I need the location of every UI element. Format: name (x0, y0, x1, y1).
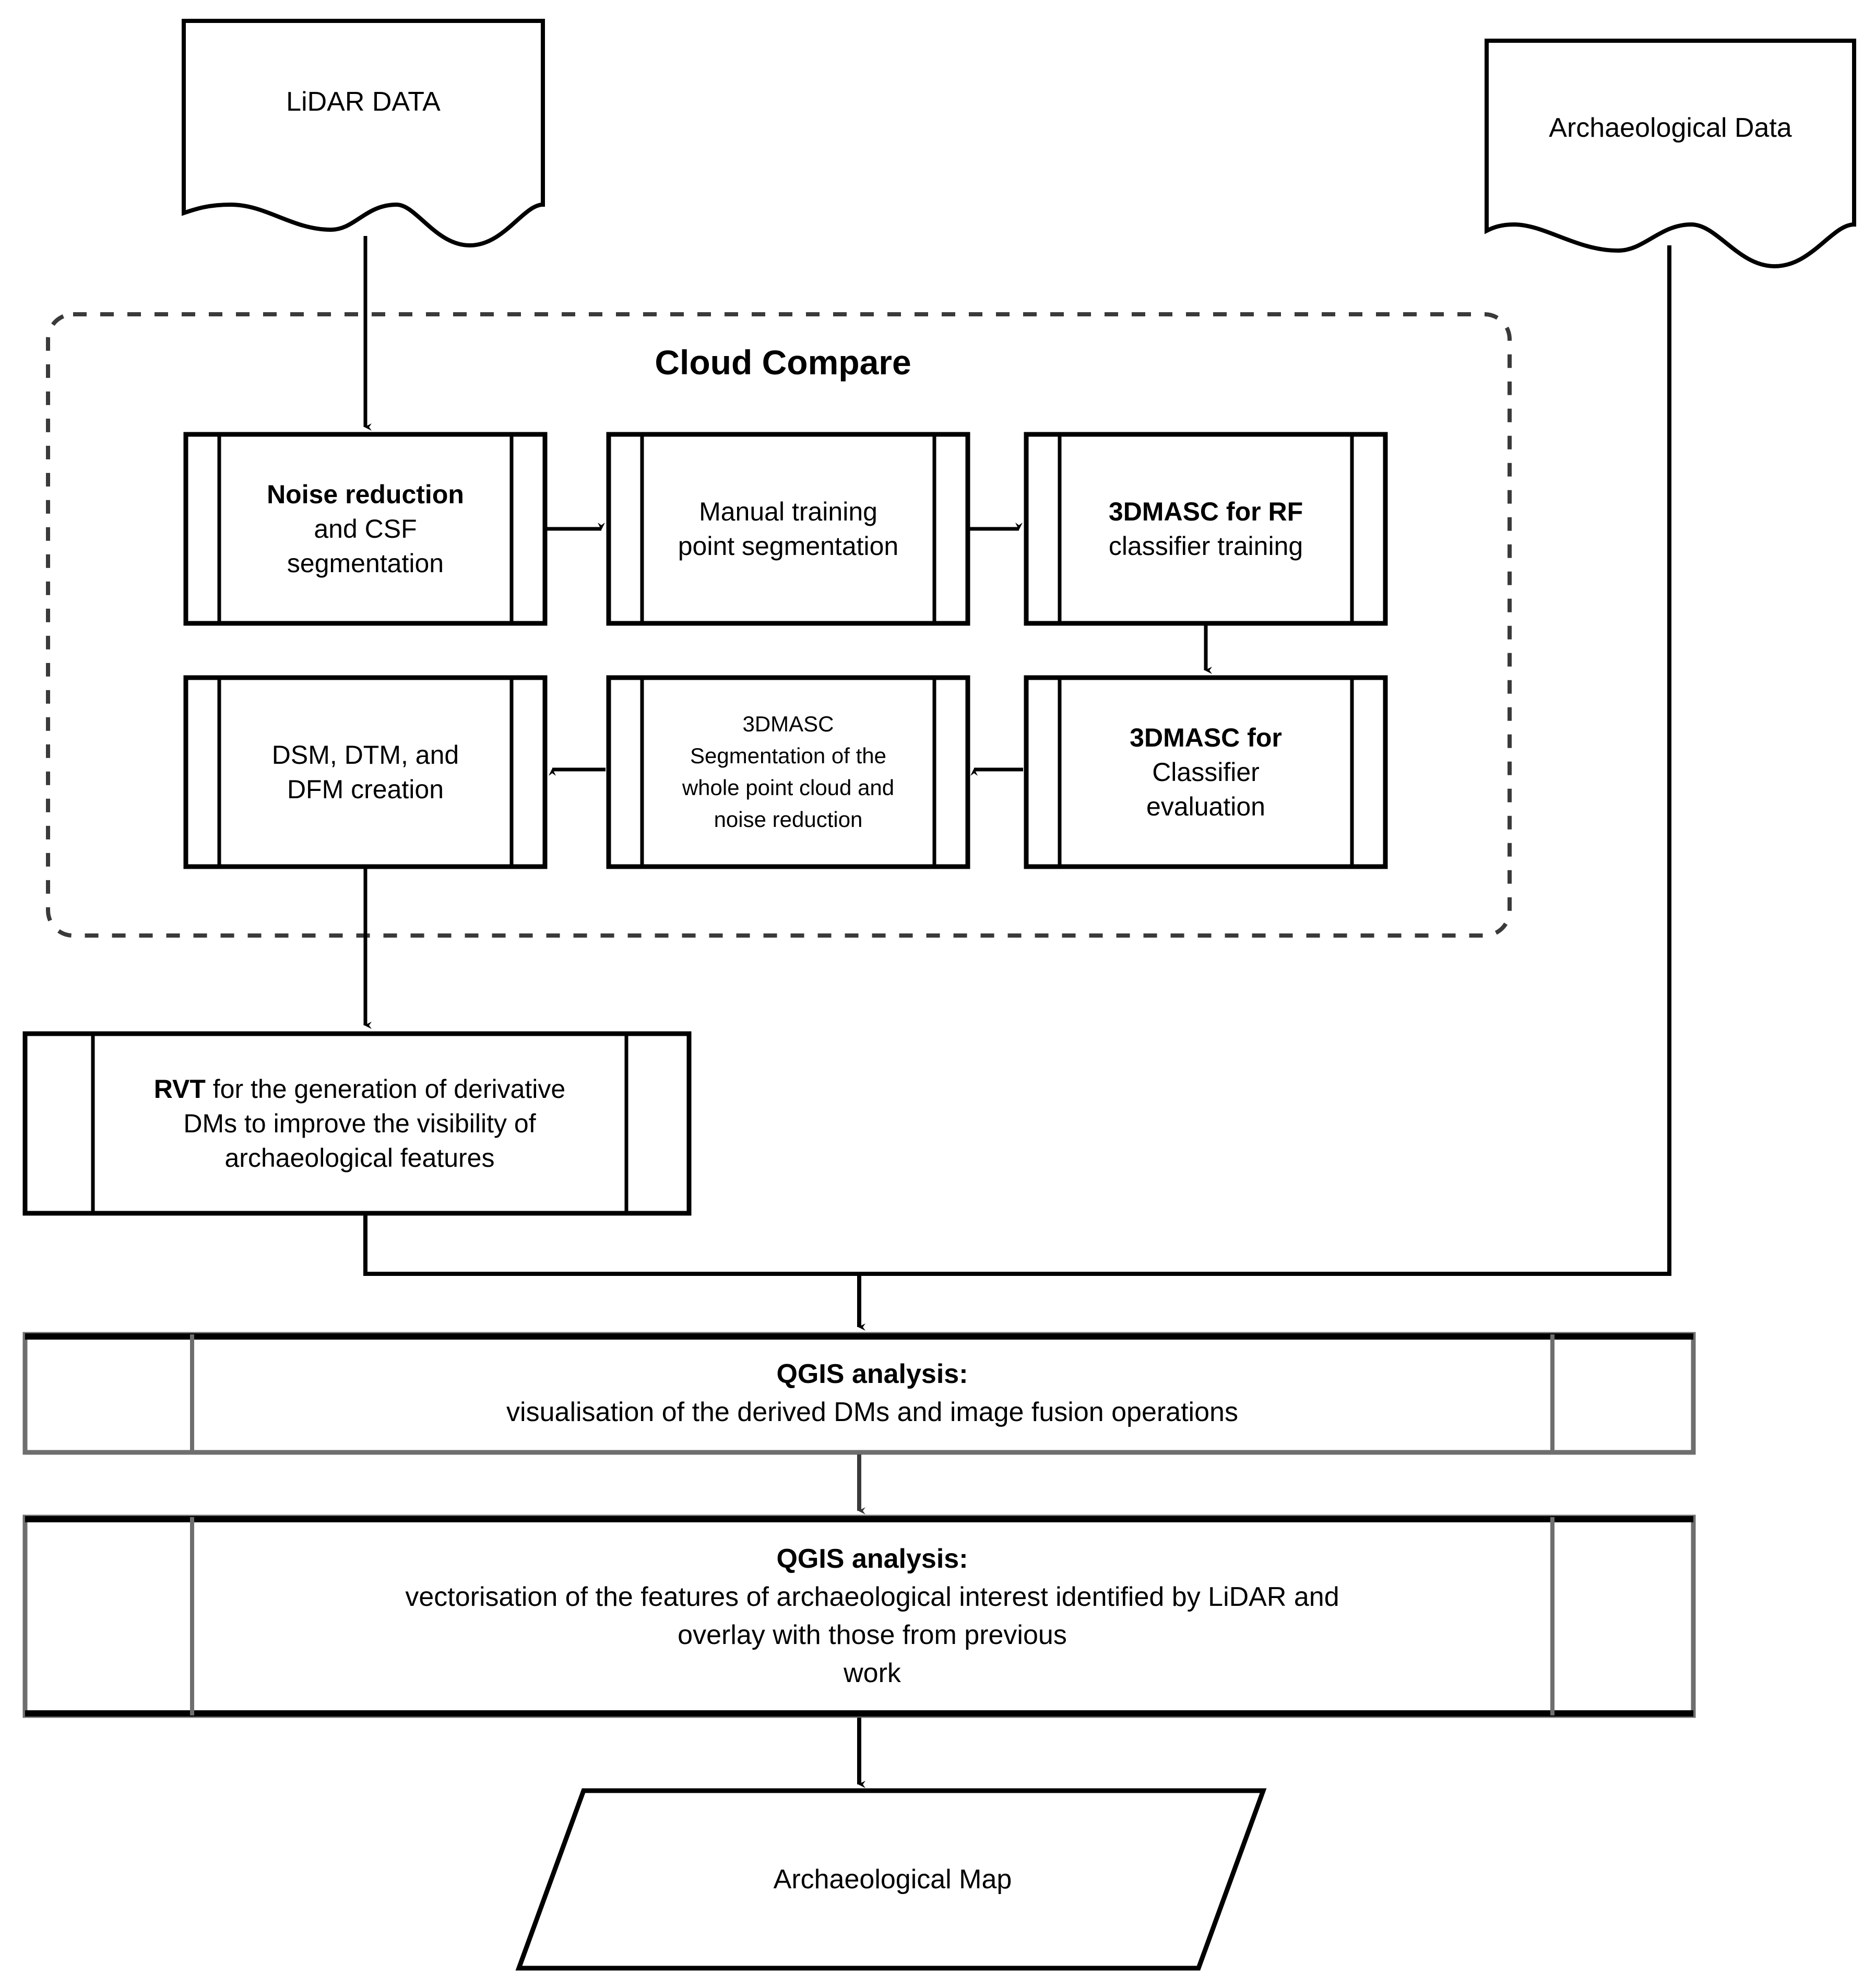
connector-rvt-to-qgis (363, 1215, 859, 1276)
step-box-classifier-evaluation (1024, 675, 1388, 869)
archaeological-map-shape (515, 1788, 1267, 1971)
step-box-manual-training (606, 432, 970, 626)
step-box-whole-cloud-segmentation (606, 675, 970, 869)
step-box-qgis-vectorisation (22, 1514, 1696, 1718)
step-box-noise-reduction (183, 432, 548, 626)
connector-archdata-to-qgis (859, 245, 1671, 1276)
cloud-compare-group-border (46, 312, 1512, 938)
step-box-dsm-dtm-dfm (183, 675, 548, 869)
step-box-qgis-visualisation (22, 1332, 1696, 1455)
step-box-rf-classifier-training (1024, 432, 1388, 626)
step-box-rvt-generation (22, 1031, 692, 1216)
archaeological-data-shape (1485, 39, 1856, 269)
lidar-data-shape (182, 19, 545, 248)
